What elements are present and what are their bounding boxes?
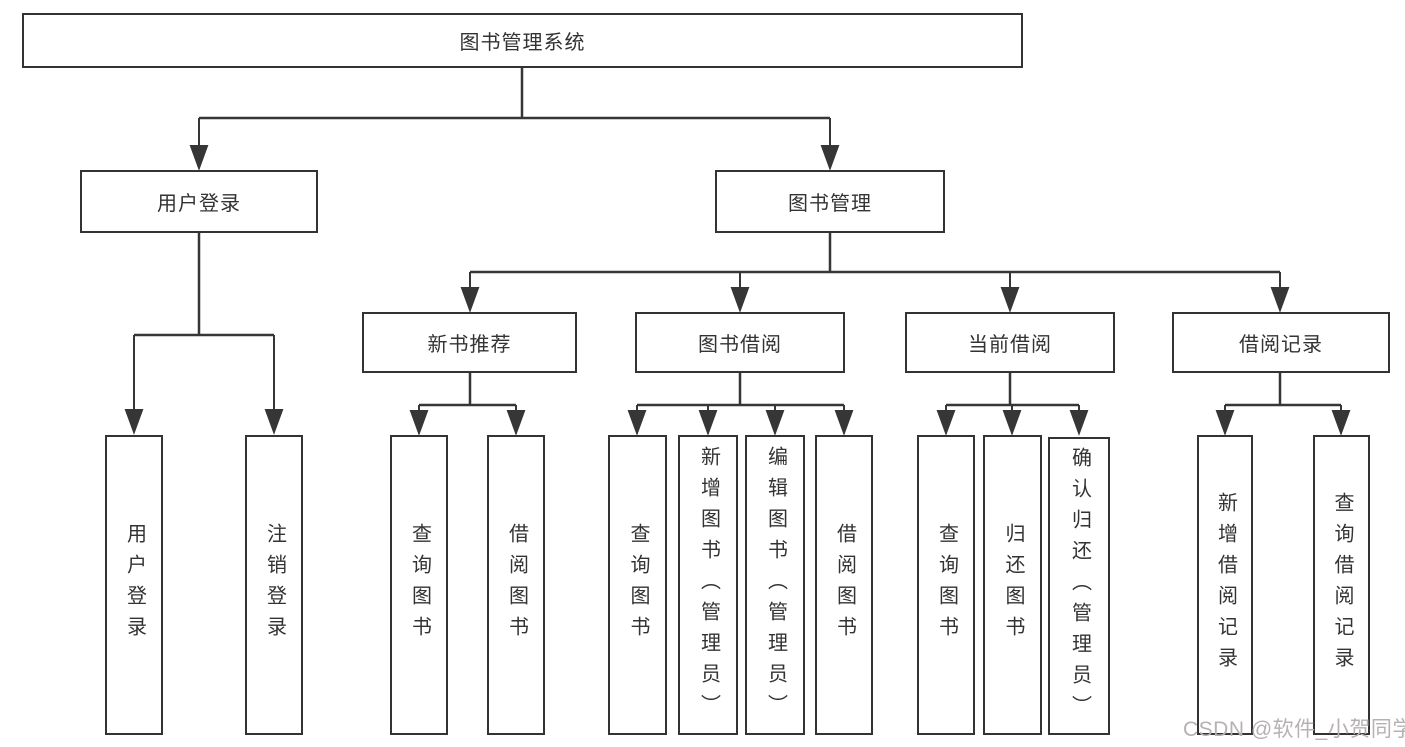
leaf-query-borrow-record-label: 查询借阅记录 [1331,492,1353,678]
node-library-system: 图书管理系统 [22,13,1023,68]
connector-line [134,233,274,337]
connector-arrow [409,405,429,436]
leaf-query-books-recommend-label: 查询图书 [408,523,431,647]
connector-arrow [730,272,750,313]
leaf-return-books: 归还图书 [983,435,1042,735]
leaf-borrow-books-borrowing-label: 借阅图书 [833,523,856,647]
connector-arrow [1000,272,1020,313]
connector-arrow [189,118,209,171]
connector-arrow [124,335,144,435]
node-book-management: 图书管理 [715,170,945,233]
leaf-query-books-borrowing-label: 查询图书 [627,523,649,647]
connector-arrow [627,405,647,436]
connector-arrow [834,405,854,436]
connector-arrow [820,118,840,171]
leaf-borrow-books-recommend: 借阅图书 [487,435,545,735]
leaf-confirm-return-admin-label: 确认归还（管理员） [1068,446,1091,726]
connector-arrow [506,405,526,436]
connector-line [1225,373,1341,407]
node-new-book-recommend: 新书推荐 [362,312,577,373]
leaf-add-borrow-record-label: 新增借阅记录 [1214,492,1237,678]
connector-line [419,373,516,407]
connector-arrow [1331,405,1351,436]
connector-line [946,373,1079,407]
node-borrowing-records: 借阅记录 [1172,312,1390,373]
leaf-add-borrow-record: 新增借阅记录 [1197,435,1253,735]
connector-arrow [1270,272,1290,313]
connector-arrow [936,405,956,436]
leaf-logout: 注销登录 [245,435,303,735]
connector-arrow [460,272,480,313]
connector-arrow [1069,405,1089,436]
leaf-edit-book-admin: 编辑图书（管理员） [745,435,805,735]
connector-arrow [765,405,785,436]
connector-arrow [1215,405,1235,436]
node-book-borrowing: 图书借阅 [635,312,845,373]
connector-arrow [1002,405,1022,436]
leaf-user-login-label: 用户登录 [123,523,146,647]
leaf-edit-book-admin-label: 编辑图书（管理员） [764,445,787,725]
connector-line [637,373,844,407]
leaf-query-books-borrowing: 查询图书 [608,435,667,735]
leaf-borrow-books-recommend-label: 借阅图书 [505,523,528,647]
leaf-query-books-recommend: 查询图书 [390,435,448,735]
leaf-user-login: 用户登录 [105,435,163,735]
leaf-add-book-admin-label: 新增图书（管理员） [697,445,720,725]
connector-line [470,233,1280,274]
connector-arrow [698,405,718,436]
leaf-logout-label: 注销登录 [263,523,286,647]
leaf-confirm-return-admin: 确认归还（管理员） [1048,437,1110,735]
leaf-query-books-current: 查询图书 [917,435,975,735]
leaf-query-borrow-record: 查询借阅记录 [1313,435,1370,735]
leaf-return-books-label: 归还图书 [1002,523,1024,647]
connector-arrow [264,335,284,435]
node-current-borrowing: 当前借阅 [905,312,1115,373]
leaf-borrow-books-borrowing: 借阅图书 [815,435,873,735]
node-user-login-group: 用户登录 [80,170,318,233]
csdn-watermark: CSDN @软件_小贺同学 [1183,718,1405,741]
leaf-add-book-admin: 新增图书（管理员） [678,435,738,735]
leaf-query-books-current-label: 查询图书 [935,523,958,647]
connector-line [199,68,830,120]
